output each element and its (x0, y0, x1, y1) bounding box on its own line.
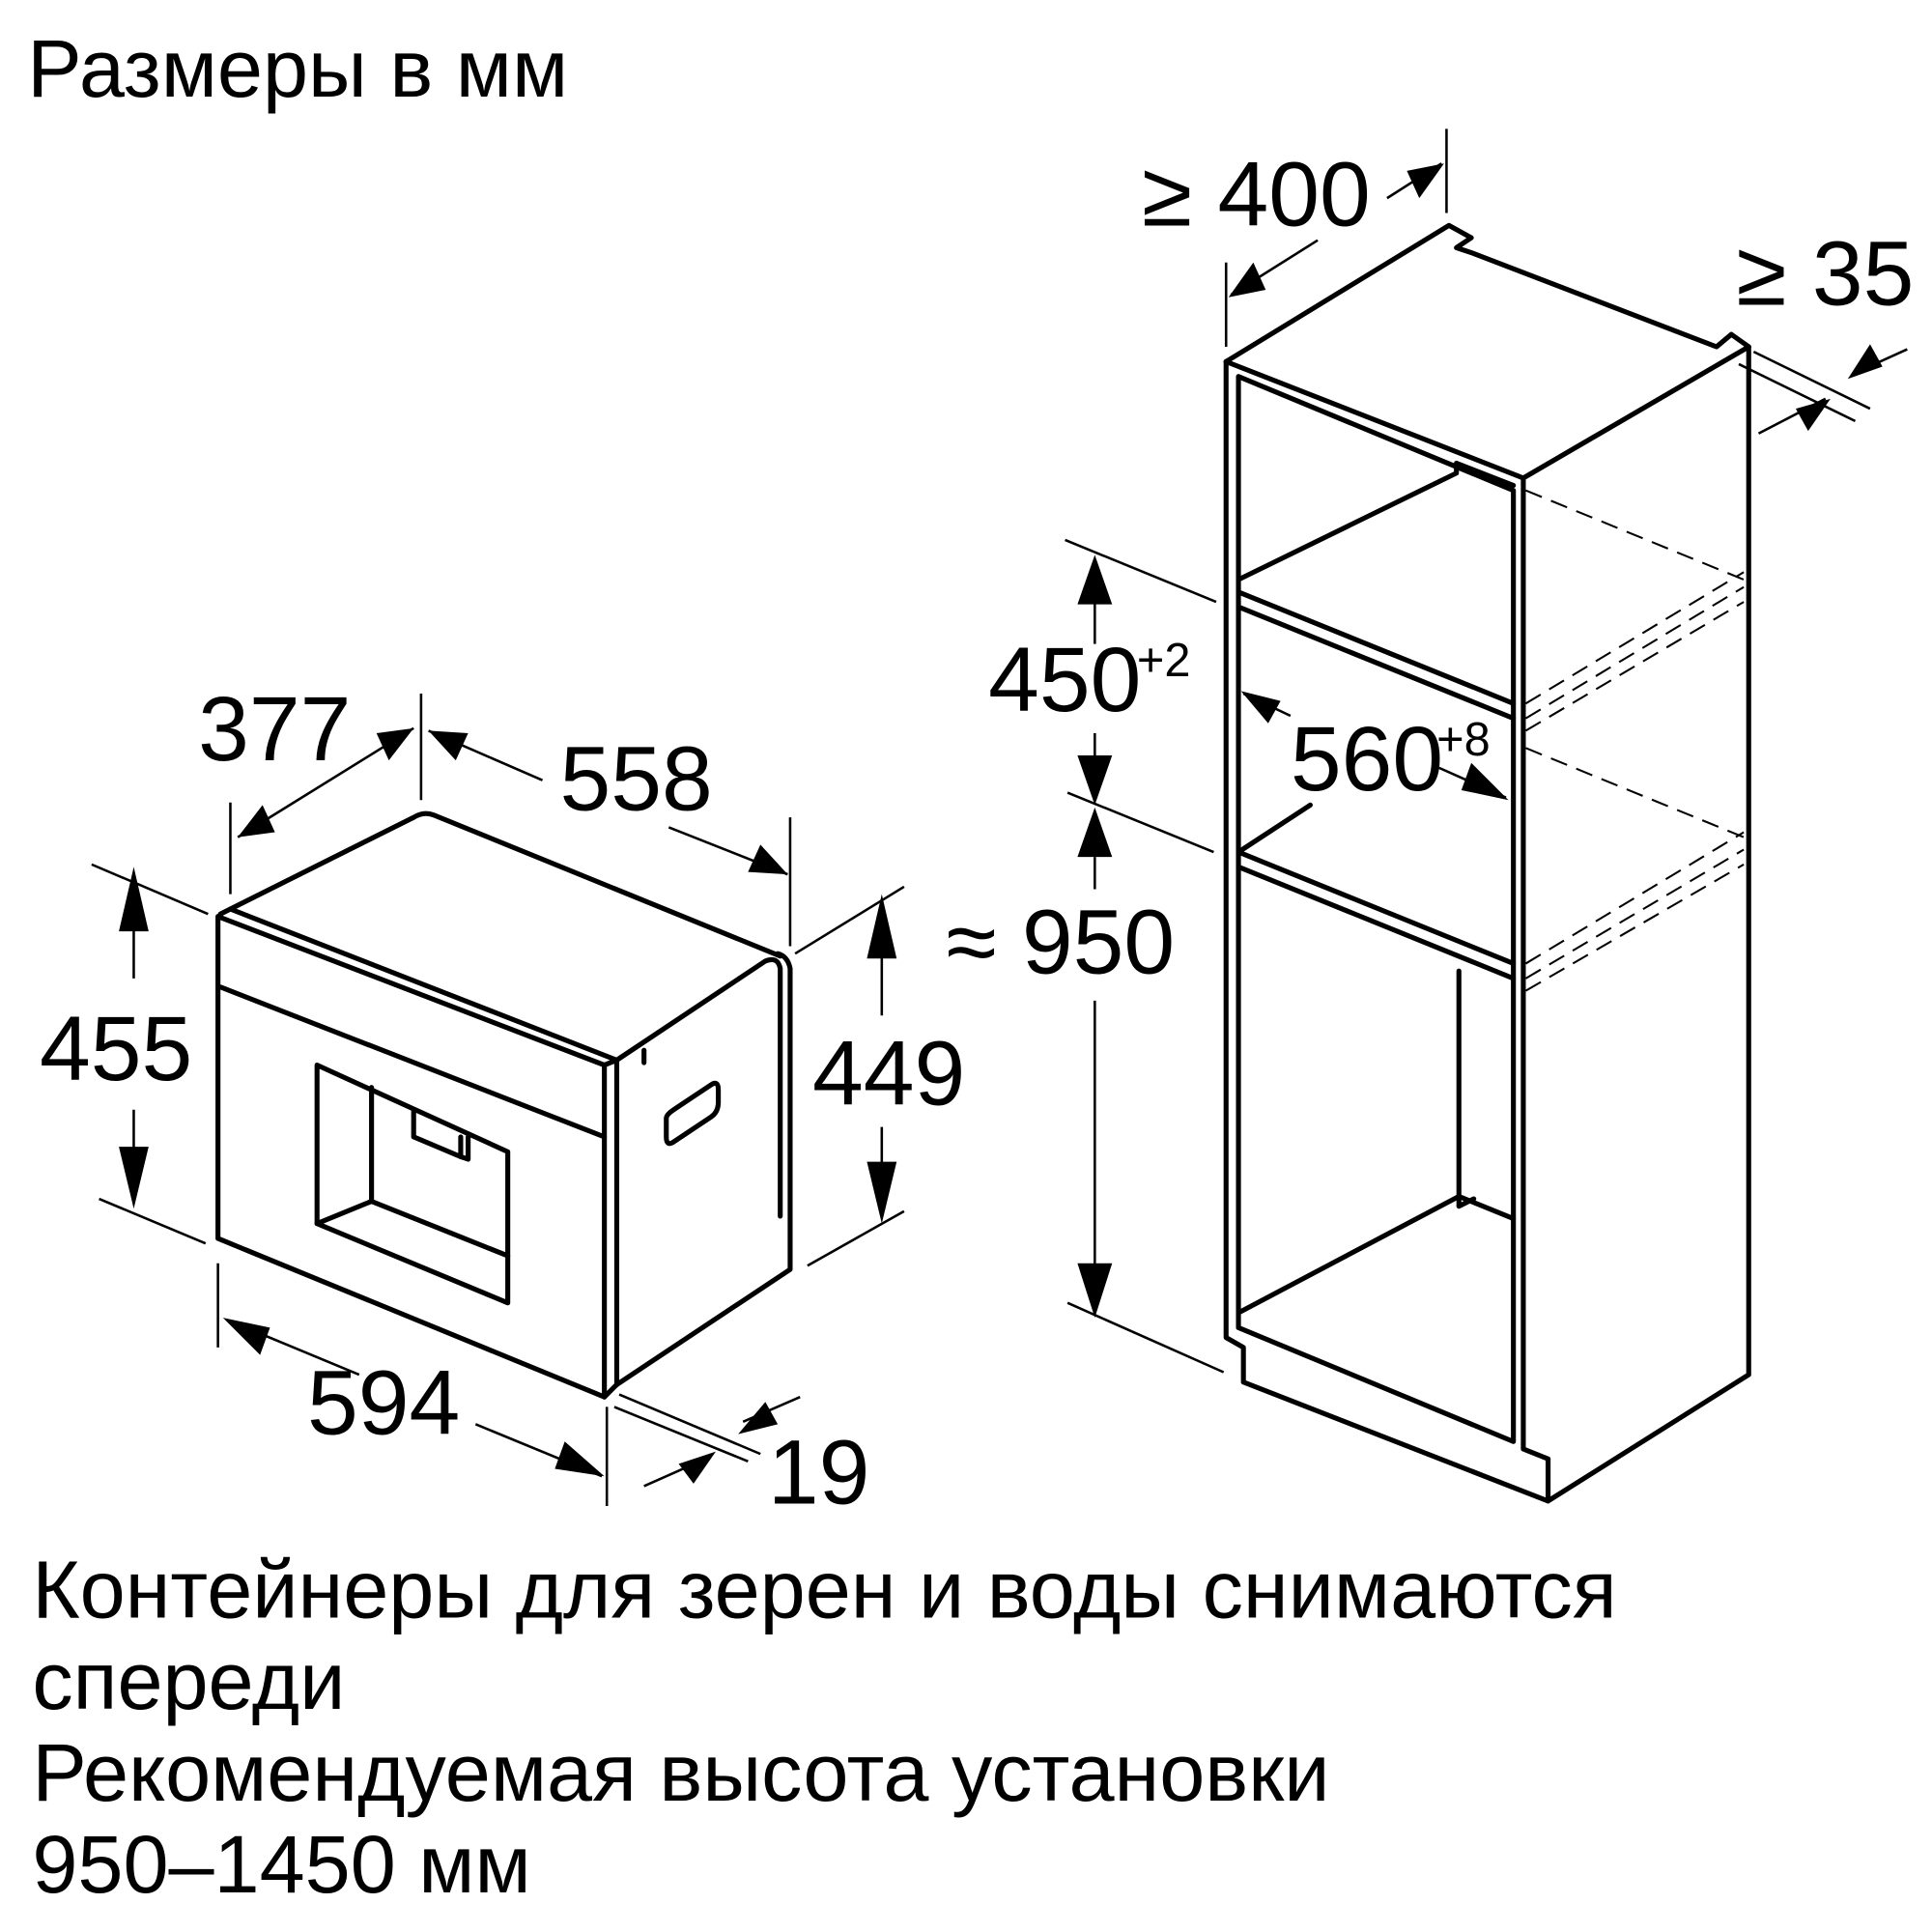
appliance-front-height-label: 455 (40, 998, 192, 1100)
niche-width-tolerance: +8 (1436, 714, 1491, 766)
appliance-depth-label: 377 (198, 678, 351, 781)
appliance-front-width-label: 594 (307, 1352, 460, 1455)
appliance-body-height-label: 449 (812, 1023, 965, 1125)
niche-width-label: 560 (1291, 708, 1443, 810)
note-line-1: Контейнеры для зерен и воды снимаются (32, 1543, 1616, 1634)
install-height-label: ≈ 950 (946, 892, 1175, 994)
niche-min-depth-label: ≥ 400 (1142, 143, 1371, 245)
niche-height-label: 450 (988, 629, 1141, 731)
page-title: Размеры в мм (27, 22, 568, 114)
appliance-front-thickness-label: 19 (768, 1421, 870, 1523)
coffee-machine-drawing (91, 693, 905, 1506)
cabinet-niche-drawing (1065, 128, 1908, 1504)
niche-height-tolerance: +2 (1137, 635, 1191, 687)
rear-gap-label: ≥ 35 (1736, 222, 1914, 325)
note-line-4: 950–1450 мм (32, 1818, 530, 1910)
appliance-width-top-label: 558 (559, 727, 712, 830)
note-line-2: спереди (32, 1634, 345, 1726)
note-line-3: Рекомендуемая высота установки (32, 1726, 1329, 1818)
